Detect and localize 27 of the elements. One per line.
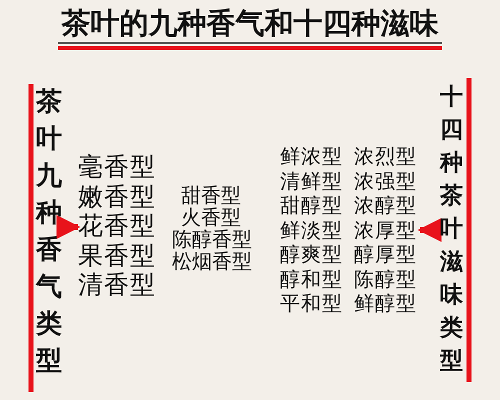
type-label: 毫香型 [78, 152, 156, 182]
type-label: 鲜浓型 [280, 144, 344, 168]
type-label: 浓强型 [354, 168, 418, 193]
type-label: 平和型 [280, 291, 344, 316]
type-label: 火香型 [180, 206, 242, 228]
type-label: 醇爽型 [280, 242, 344, 266]
type-label: 清鲜型 [280, 168, 344, 193]
arrow [56, 215, 80, 239]
type-label: 果香型 [78, 240, 156, 270]
type-label: 嫩香型 [78, 182, 156, 211]
type-label: 鲜醇型 [354, 291, 418, 316]
type-label: 清香型 [78, 270, 156, 300]
type-label: 醇和型 [280, 266, 344, 291]
type-label: 醇厚型 [354, 242, 418, 266]
type-label: 陈醇型 [354, 266, 418, 291]
title: 茶叶的九种香气和十四种滋味 [60, 6, 440, 40]
type-label: 花香型 [78, 211, 156, 240]
arrow [418, 218, 442, 242]
type-label: 鲜淡型 [280, 218, 344, 242]
type-label: 松烟香型 [171, 250, 253, 272]
type-label: 甜香型 [180, 184, 242, 206]
type-label: 浓厚型 [354, 218, 418, 242]
type-label: 浓醇型 [354, 193, 418, 218]
type-label: 甜醇型 [280, 193, 344, 218]
type-label: 陈醇香型 [171, 228, 253, 250]
vertical-heading: 茶叶九种香气类型 [36, 86, 62, 378]
type-label: 浓烈型 [354, 144, 418, 168]
